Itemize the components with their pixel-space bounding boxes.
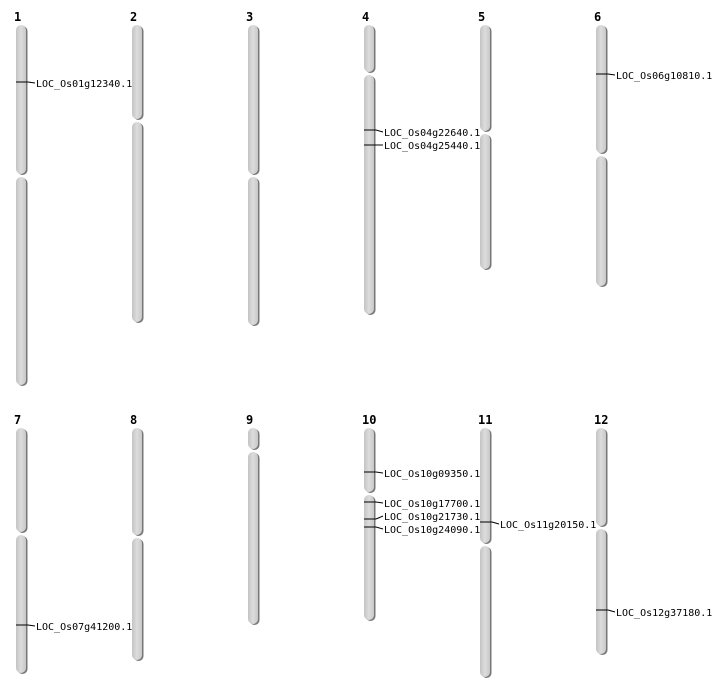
short-arm [480, 428, 490, 543]
gene-connector [491, 521, 500, 525]
gene-label: LOC_Os12g37180.1 [616, 608, 712, 619]
short-arm [248, 25, 258, 174]
chromosome-number: 1 [14, 10, 21, 24]
chromosome-number: 7 [14, 413, 21, 427]
long-arm [132, 122, 142, 322]
short-arm [480, 25, 490, 131]
chromosome-number: 6 [594, 10, 601, 24]
gene-connector [375, 526, 384, 530]
chromosome-number: 10 [362, 413, 376, 427]
gene-connector [375, 501, 384, 504]
chromosome-9: 9 [246, 413, 260, 625]
long-arm [16, 535, 26, 673]
chromosome-5: 5 [478, 10, 492, 270]
gene-label: LOC_Os10g21730.1 [384, 512, 480, 523]
gene-marker: LOC_Os01g12340.1 [16, 79, 132, 90]
long-arm [132, 538, 142, 660]
gene-marker: LOC_Os10g21730.1 [364, 512, 480, 523]
chromosome-number: 2 [130, 10, 137, 24]
long-arm [596, 156, 606, 286]
gene-marker: LOC_Os06g10810.1 [596, 71, 712, 82]
long-arm [480, 134, 490, 269]
chromosome-number: 5 [478, 10, 485, 24]
long-arm [16, 177, 26, 385]
short-arm [596, 25, 606, 153]
gene-label: LOC_Os10g24090.1 [384, 525, 480, 536]
short-arm [248, 428, 258, 449]
chromosome-number: 4 [362, 10, 369, 24]
gene-marker: LOC_Os12g37180.1 [596, 608, 712, 619]
chromosome-number: 9 [246, 413, 253, 427]
gene-marker: LOC_Os10g24090.1 [364, 525, 480, 536]
gene-connector [375, 471, 384, 474]
gene-label: LOC_Os06g10810.1 [616, 71, 712, 82]
long-arm [364, 495, 374, 620]
gene-label: LOC_Os01g12340.1 [36, 79, 132, 90]
short-arm [364, 25, 374, 72]
chromosome-3: 3 [246, 10, 260, 326]
gene-label: LOC_Os10g09350.1 [384, 469, 480, 480]
long-arm [248, 452, 258, 624]
gene-label: LOC_Os04g22640.1 [384, 128, 480, 139]
short-arm [364, 428, 374, 492]
gene-marker: LOC_Os04g22640.1 [364, 128, 480, 139]
gene-marker: LOC_Os10g09350.1 [364, 469, 480, 480]
long-arm [596, 529, 606, 654]
gene-connector [375, 129, 384, 133]
gene-label: LOC_Os10g17700.1 [384, 499, 480, 510]
short-arm [16, 25, 26, 174]
long-arm [248, 177, 258, 325]
short-arm [596, 428, 606, 526]
gene-connector [607, 73, 616, 76]
chromosome-2: 2 [130, 10, 144, 323]
short-arm [132, 428, 142, 535]
chromosome-number: 12 [594, 413, 608, 427]
gene-marker: LOC_Os11g20150.1 [480, 520, 596, 531]
chromosome-number: 3 [246, 10, 253, 24]
chromosome-10: 10LOC_Os10g09350.1LOC_Os10g17700.1LOC_Os… [362, 413, 480, 621]
gene-marker: LOC_Os07g41200.1 [16, 622, 132, 633]
chromosome-number: 11 [478, 413, 492, 427]
short-arm [132, 25, 142, 119]
gene-connector [27, 624, 36, 627]
gene-label: LOC_Os11g20150.1 [500, 520, 596, 531]
long-arm [364, 75, 374, 314]
gene-connector [607, 609, 616, 613]
short-arm [16, 428, 26, 532]
gene-marker: LOC_Os10g17700.1 [364, 499, 480, 510]
gene-marker: LOC_Os04g25440.1 [364, 141, 480, 152]
chromosome-8: 8 [130, 413, 144, 661]
chromosome-number: 8 [130, 413, 137, 427]
gene-connector [27, 81, 36, 84]
long-arm [480, 546, 490, 677]
gene-label: LOC_Os07g41200.1 [36, 622, 132, 633]
gene-label: LOC_Os04g25440.1 [384, 141, 480, 152]
gene-connector [375, 515, 384, 520]
